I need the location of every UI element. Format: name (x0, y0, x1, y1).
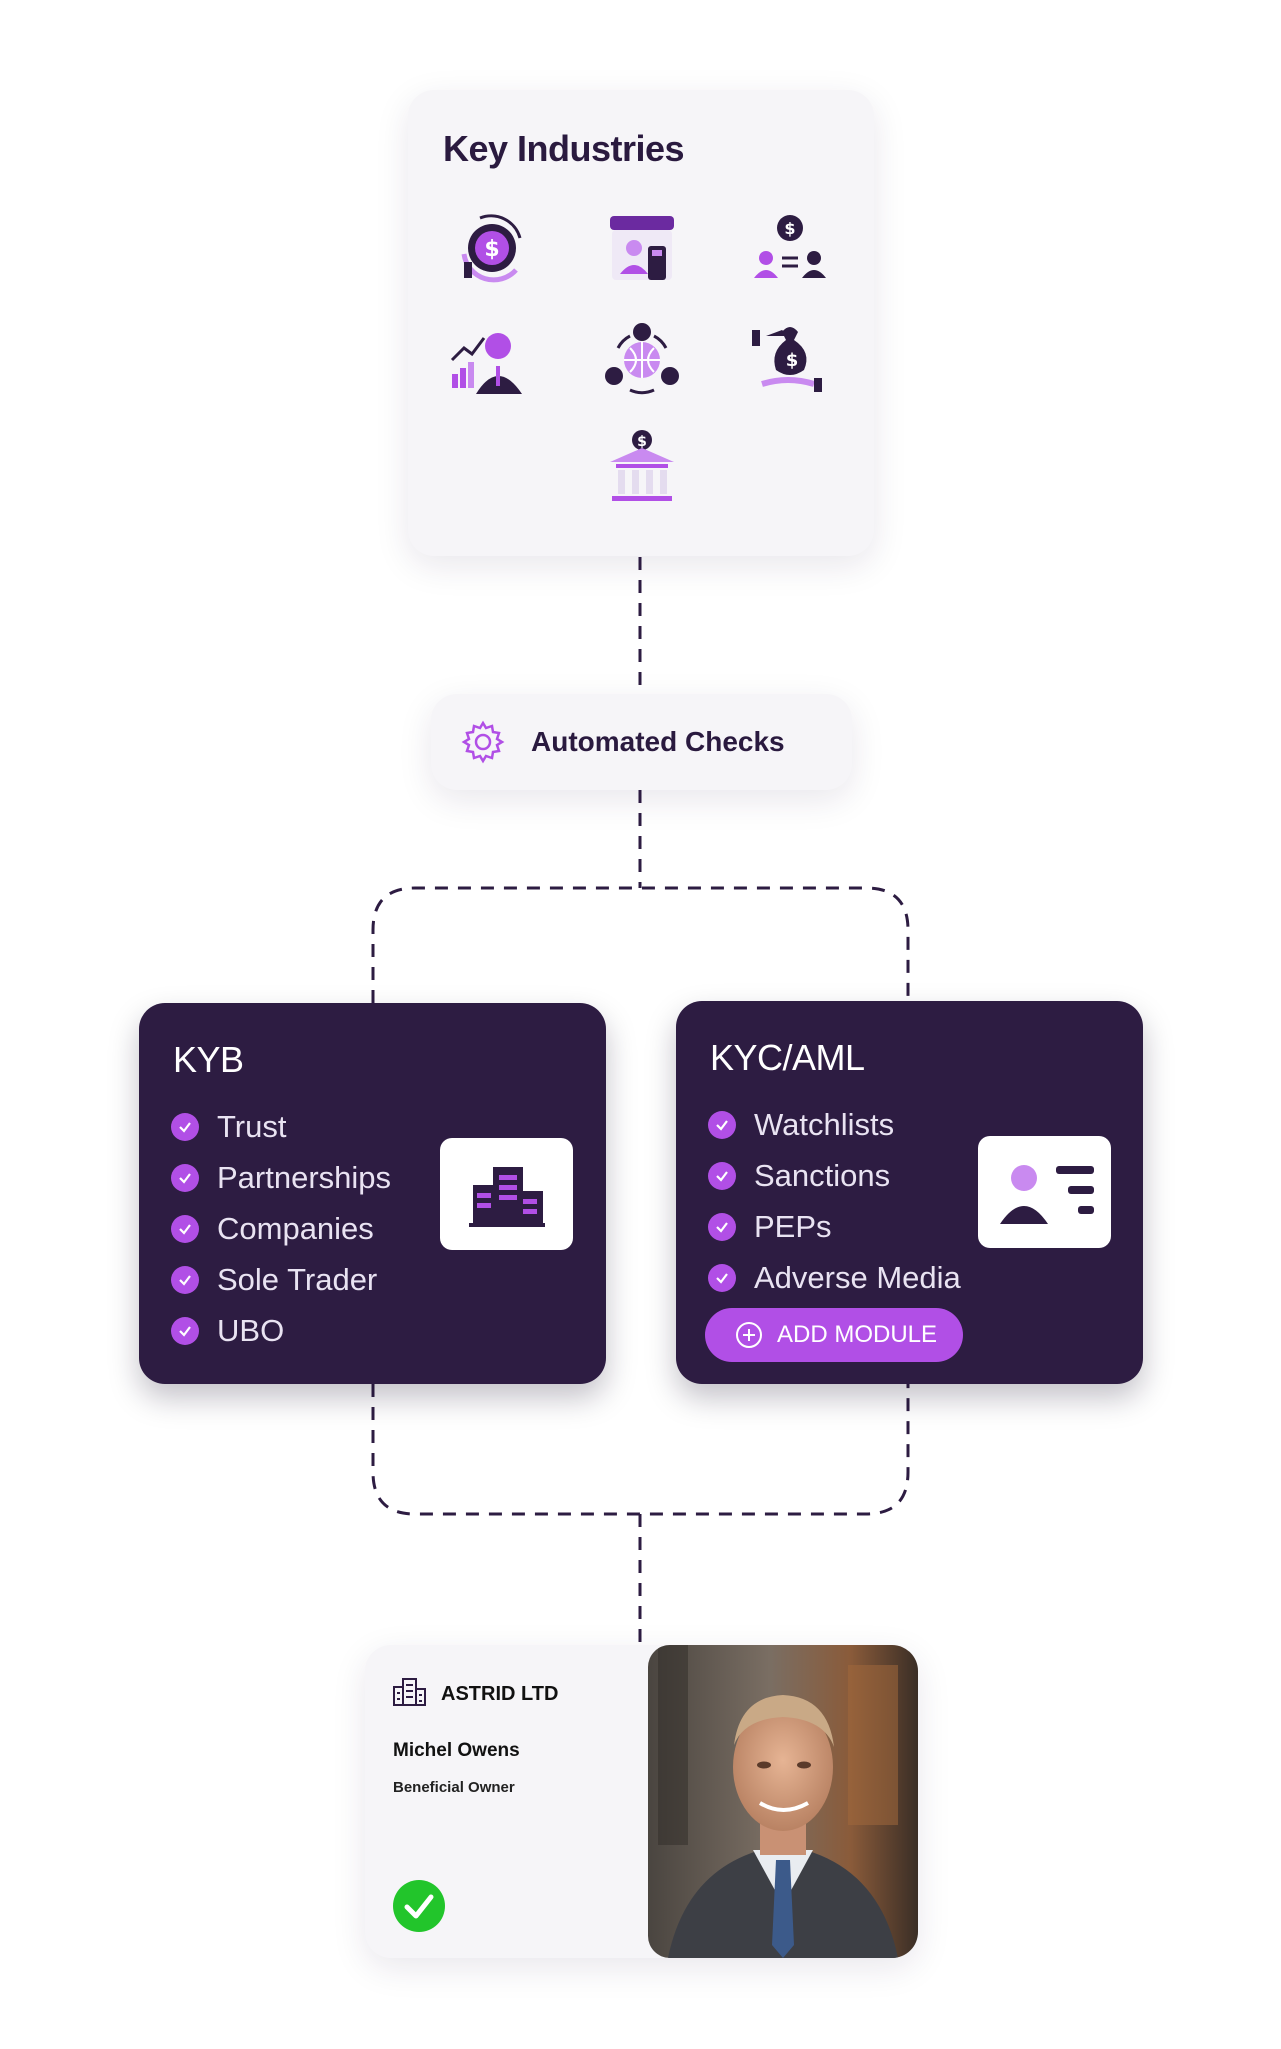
beneficial-owner-card: ASTRID LTD Michel Owens Beneficial Owner (365, 1645, 918, 1958)
id-card-icon (999, 1165, 1094, 1224)
peer-transfer-icon: $ (754, 215, 826, 278)
add-module-label: ADD MODULE (777, 1321, 938, 1348)
check-icon (708, 1161, 736, 1190)
list-item: Trust (171, 1101, 391, 1152)
kyb-list: Trust Partnerships Companies Sole Trader… (171, 1101, 391, 1356)
list-item: Companies (171, 1203, 391, 1254)
automated-checks-card: Automated Checks (431, 694, 852, 790)
check-icon (171, 1316, 199, 1345)
check-icon (708, 1263, 736, 1292)
portrait-image (648, 1645, 918, 1958)
kyb-icon-tile (440, 1138, 573, 1250)
key-industries-title: Key Industries (443, 128, 685, 169)
kyc-aml-title: KYC/AML (710, 1037, 865, 1078)
svg-text:$: $ (484, 237, 499, 262)
svg-text:$: $ (637, 434, 647, 450)
kyb-title: KYB (173, 1039, 244, 1080)
kyc-icon-tile (978, 1136, 1111, 1248)
add-module-button[interactable]: ADD MODULE (705, 1308, 963, 1362)
investment-analyst-icon (450, 333, 522, 394)
check-icon (171, 1265, 199, 1294)
company-name: ASTRID LTD (441, 1683, 559, 1705)
check-icon (171, 1214, 199, 1243)
currency-exchange-icon: $ (461, 214, 522, 283)
check-icon (171, 1112, 199, 1141)
svg-text:$: $ (786, 350, 799, 371)
list-item: Sole Trader (171, 1254, 391, 1305)
building-icon (468, 1167, 545, 1227)
list-item: UBO (171, 1305, 391, 1356)
key-industries-card: Key Industries $ $ (408, 90, 874, 556)
merchant-store-icon (610, 216, 674, 280)
list-item: Sanctions (708, 1150, 961, 1201)
list-item: Watchlists (708, 1099, 961, 1150)
list-item: Partnerships (171, 1152, 391, 1203)
portrait-photo (648, 1645, 918, 1958)
check-icon (171, 1163, 199, 1192)
gear-icon (461, 720, 505, 764)
kyc-aml-list: Watchlists Sanctions PEPs Adverse Media (708, 1099, 961, 1303)
check-circle-icon (393, 1880, 445, 1932)
automated-checks-label: Automated Checks (531, 726, 785, 757)
check-icon (708, 1110, 736, 1139)
company-building-icon (393, 1678, 426, 1706)
person-name: Michel Owens (393, 1740, 520, 1761)
list-item: PEPs (708, 1201, 961, 1252)
kyb-panel: KYB Trust Partnerships Companies Sole Tr… (139, 1003, 606, 1384)
money-bag-icon: $ (752, 327, 822, 392)
list-item: Adverse Media (708, 1252, 961, 1303)
kyc-aml-panel: KYC/AML Watchlists Sanctions PEPs Advers… (676, 1001, 1143, 1384)
check-icon (708, 1212, 736, 1241)
svg-text:$: $ (784, 219, 795, 238)
bank-icon: $ (610, 430, 674, 501)
global-currency-icon (605, 323, 679, 395)
plus-circle-icon (736, 1322, 762, 1348)
person-role: Beneficial Owner (393, 1779, 515, 1796)
